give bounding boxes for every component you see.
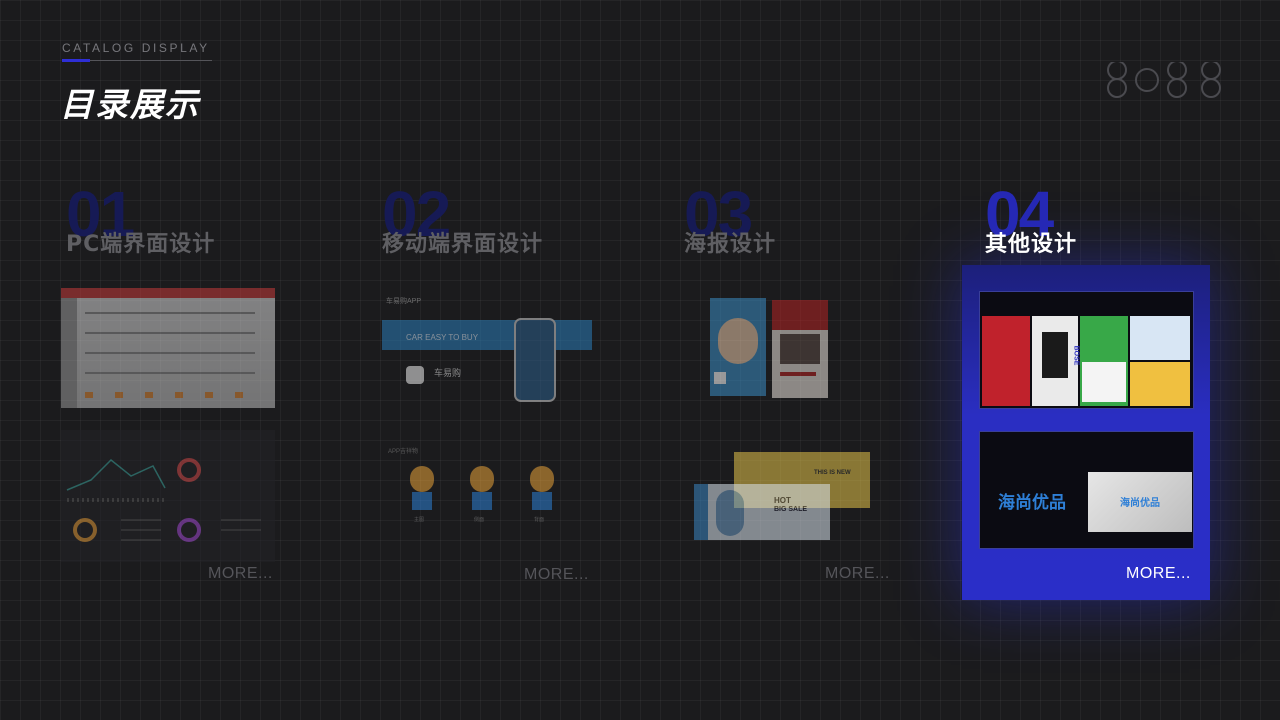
section-03-more-link[interactable]: MORE... [825,565,890,582]
poster-new-text: THIS IS NEW [814,470,851,476]
brand-design-thumbnail[interactable]: 海尚优品 海尚优品 [979,431,1194,549]
app-banner-text: CAR EASY TO BUY [406,333,479,342]
mascot-label: APP吉祥物 [388,449,419,455]
section-04-more-link[interactable]: MORE... [1126,565,1191,582]
poster-sale-text: BIG SALE [774,506,808,513]
section-01-more-link[interactable]: MORE... [208,565,273,582]
app-mascot-thumbnail[interactable]: APP吉祥物 主图 侧面 背面 [382,444,594,534]
section-02-more-link[interactable]: MORE... [524,566,589,583]
mascot-name-side: 侧面 [474,517,485,523]
section-04-title[interactable]: 其他设计 [985,232,1078,257]
pc-dashboard-light-thumbnail[interactable] [61,288,275,408]
brand-text-large: 海尚优品 [998,493,1066,513]
page-title: 目录展示 [60,85,200,124]
line-chart-icon [66,458,261,542]
app-label: 车易购APP [386,298,422,305]
mascot-name-back: 背面 [534,517,545,523]
section-02-title[interactable]: 移动端界面设计 [382,232,544,257]
poster-red-thumbnail[interactable] [772,300,828,398]
poster-sale-banner-thumbnail[interactable]: HOT BIG SALE [694,484,830,540]
section-04-number: 04 [985,178,1054,250]
section-01-title[interactable]: PC端界面设计 [66,232,216,257]
subtitle-divider [62,60,212,61]
section-03-number: 03 [684,178,753,250]
section-02-number: 02 [382,178,451,250]
section-03-title[interactable]: 海报设计 [684,232,777,257]
mascot-name-front: 主图 [414,517,425,523]
section-01-number: 01 [66,178,135,250]
brand-text-small: 海尚优品 [1120,498,1160,509]
bose-text: BOSE [1072,345,1080,366]
web-design-collage-thumbnail[interactable]: BOSE [979,291,1194,409]
section-04-content: BOSE 海尚优品 海尚优品 [962,265,1210,600]
app-brand-name: 车易购 [434,368,462,378]
poster-hot-text: HOT [774,496,791,505]
app-banner-thumbnail[interactable]: 车易购APP CAR EASY TO BUY 车易购 [382,292,594,402]
subtitle-accent-bar [62,59,90,62]
brand-logo-icon [1106,62,1222,98]
catalog-subtitle: CATALOG DISPLAY [62,41,210,55]
pc-dashboard-dark-thumbnail[interactable] [61,430,275,562]
poster-baby-thumbnail[interactable] [710,298,766,396]
